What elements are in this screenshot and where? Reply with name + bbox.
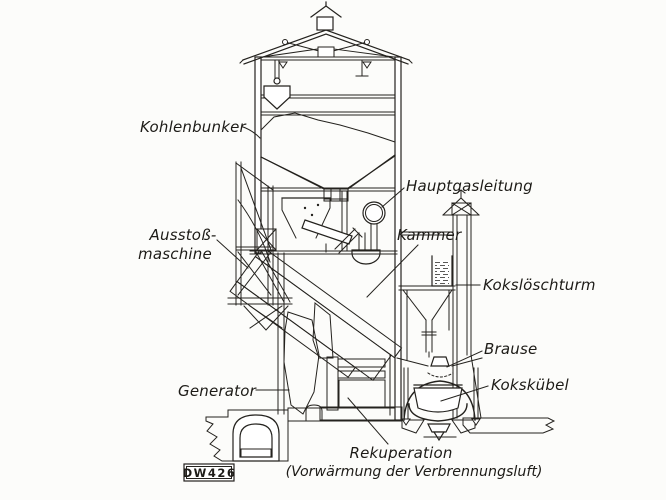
leader-rekuperation	[347, 397, 389, 445]
leader-ausstossmaschine	[216, 239, 249, 269]
label-rekuperation-sub: (Vorwärmung der Verbrennungsluft)	[286, 464, 543, 480]
tank-platform-and-funnel	[398, 285, 456, 361]
leader-kammer	[366, 244, 419, 298]
ash-port	[305, 404, 323, 422]
label-koksloeschturm: Kokslöschturm	[483, 276, 596, 294]
coal-bunker	[260, 112, 396, 253]
bunker-building	[239, 1, 413, 421]
oven-top-deck	[249, 250, 398, 303]
foundation-ground	[205, 407, 556, 462]
label-rekuperation: Rekuperation	[349, 444, 452, 462]
pit-slope-right	[451, 419, 476, 434]
coke-quenching-tower	[396, 189, 483, 426]
charging-hopper	[263, 77, 291, 110]
producer-gas-generator	[277, 252, 334, 422]
leader-brause	[446, 350, 483, 368]
leader-kokskuebel	[440, 385, 489, 402]
leader-kohlenbunker	[242, 126, 261, 139]
ground-right-block	[462, 417, 556, 434]
label-brause: Brause	[484, 340, 537, 358]
bucket-carriage	[427, 423, 451, 433]
recuperator-checkerwork	[319, 354, 403, 421]
inclined-coking-chamber	[229, 246, 403, 382]
checker-bricks	[338, 379, 386, 408]
leader-lines	[216, 126, 489, 445]
roof-cupola	[310, 1, 342, 31]
air-duct-floor	[240, 448, 272, 458]
ascension-pipe	[334, 227, 366, 254]
generator-side-wall	[312, 302, 334, 359]
bucket-cradle	[408, 403, 468, 422]
spray-shower	[427, 351, 454, 378]
label-kohlenbunker: Kohlenbunker	[140, 118, 247, 136]
label-generator: Generator	[178, 382, 257, 400]
building-left-wall	[254, 56, 262, 254]
chamber-top-wall	[254, 246, 403, 359]
label-kokskuebel: Kokskübel	[491, 376, 570, 394]
figure-code-text: DW426	[183, 466, 237, 480]
labels: Kohlenbunker Ausstoß- maschine Hauptgasl…	[138, 118, 596, 480]
air-duct-tunnel-masonry	[232, 414, 280, 462]
generator-coal-column	[283, 311, 320, 415]
downcomer-pipe	[370, 223, 378, 251]
carriage-funnel	[432, 431, 446, 442]
hydraulic-seal-pot	[351, 249, 381, 265]
ground-left-block	[205, 409, 289, 462]
tower-enclosure	[396, 231, 483, 419]
floor-lines	[260, 111, 396, 192]
label-kammer: Kammer	[397, 226, 462, 244]
label-hauptgasleitung: Hauptgasleitung	[406, 177, 533, 195]
coke-bucket-body	[413, 387, 463, 413]
coke-bucket-assembly	[408, 384, 468, 442]
label-ausstossmaschine-line1: Ausstoß-	[149, 226, 217, 244]
label-ausstossmaschine-line2: maschine	[138, 245, 212, 263]
pusher-machine-tower	[227, 161, 293, 331]
roof-truss	[260, 39, 396, 77]
hopper-body	[263, 85, 291, 110]
pit-slope-left	[401, 419, 425, 434]
gas-main-pipe-section	[362, 201, 386, 225]
chamber-bottom-wall	[229, 280, 356, 378]
quench-arch	[403, 380, 476, 421]
water-tank	[431, 255, 453, 287]
hopper-pulley	[273, 77, 281, 85]
figure-code-stamp: DW426	[183, 463, 237, 482]
coal-fill	[260, 112, 396, 200]
leader-hauptgasleitung	[381, 187, 405, 208]
shaft-cap	[442, 189, 480, 216]
